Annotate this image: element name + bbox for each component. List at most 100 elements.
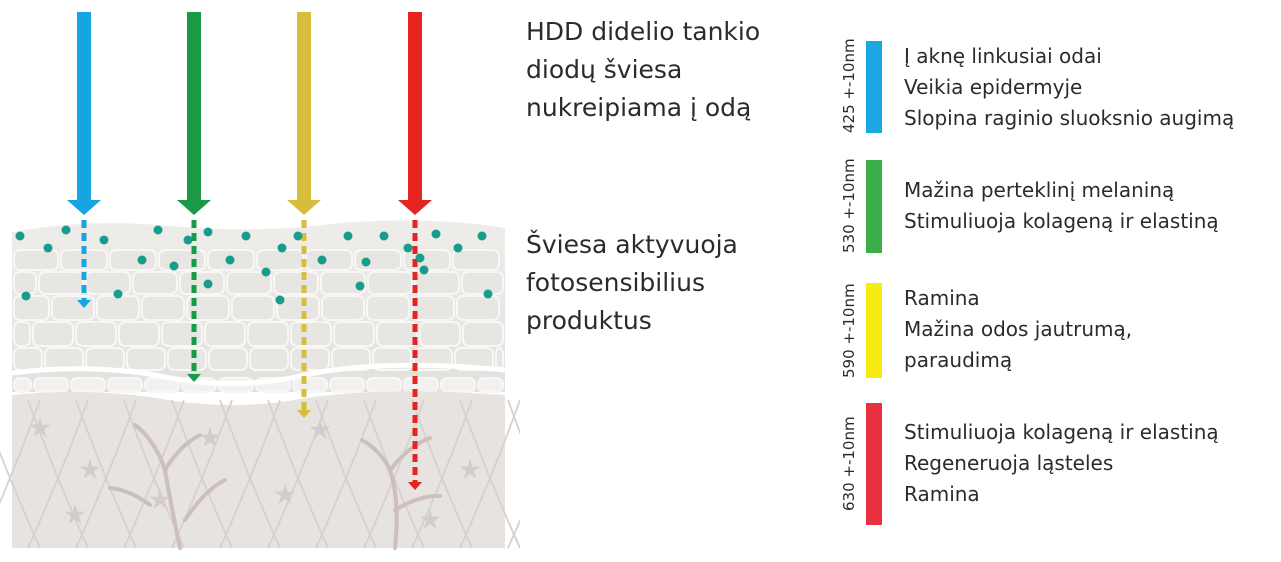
skin-cell <box>107 377 143 393</box>
wavelength-label: 530 +-10nm <box>840 158 858 253</box>
color-swatch <box>866 403 882 525</box>
dermis-cells <box>29 417 481 529</box>
arrow-tip <box>408 482 422 490</box>
effect-item: Į aknę linkusiai odai <box>904 44 1102 68</box>
skin-cell <box>273 271 319 295</box>
caption-line: diodų šviesa <box>526 55 683 84</box>
light-arrows <box>67 12 432 490</box>
caption-line: fotosensibilius <box>526 268 705 297</box>
particle-dot <box>169 261 179 271</box>
skin-cell <box>126 347 166 371</box>
color-swatch <box>866 41 882 133</box>
skin-cell <box>85 271 131 295</box>
particle-dot <box>361 257 371 267</box>
particle-dot <box>43 243 53 253</box>
effect-item: Mažina odos jautrumą, <box>904 317 1133 341</box>
dermis-star-cell <box>199 427 221 447</box>
effect-item: Regeneruoja ląsteles <box>904 451 1114 475</box>
skin-cell <box>158 249 206 271</box>
skin-cell <box>96 295 140 321</box>
dermis-capillaries <box>108 423 442 550</box>
particle-dot <box>261 267 271 277</box>
fiber <box>27 399 89 549</box>
effect-item: Slopina raginio sluoksnio augimą <box>904 106 1235 130</box>
color-swatch <box>866 160 882 253</box>
effect-item: Ramina <box>904 482 980 506</box>
caption-light-activates: Šviesa aktyvuoja fotosensibilius produkt… <box>526 226 738 340</box>
skin-cell <box>411 295 455 321</box>
dermis-star-cell <box>29 417 51 437</box>
light-arrow <box>67 12 101 308</box>
skin-cell <box>13 321 31 347</box>
particle-dot <box>419 265 429 275</box>
skin-illustration <box>0 12 520 550</box>
effect-item: Stimuliuoja kolageną ir elastiną <box>904 209 1219 233</box>
arrow-head <box>287 200 321 215</box>
skin-cell <box>329 377 365 393</box>
skin-cell <box>179 271 225 295</box>
skin-cell <box>477 377 504 393</box>
effect-item: Ramina <box>904 286 980 310</box>
skin-cell <box>290 347 330 371</box>
caption-line: nukreipiama į odą <box>526 93 752 122</box>
skin-cell <box>231 295 275 321</box>
skin-cell <box>367 271 413 295</box>
skin-cell <box>419 321 461 347</box>
particle-dot <box>453 243 463 253</box>
skin-cell <box>320 271 366 295</box>
effects-list: Stimuliuoja kolageną ir elastiną Regener… <box>904 417 1219 510</box>
arrow-shaft <box>297 12 311 200</box>
caption-line: HDD didelio tankio <box>526 17 761 46</box>
light-arrow <box>287 12 321 418</box>
effect-item: paraudimą <box>904 348 1013 372</box>
skin-cell <box>403 377 439 393</box>
skin-cell <box>440 377 476 393</box>
arrow-head <box>177 200 211 215</box>
skin-cell <box>366 295 410 321</box>
particle-dot <box>21 291 31 301</box>
skin-cell <box>256 249 304 271</box>
skin-cell <box>247 321 289 347</box>
fiber <box>219 399 281 549</box>
skin-cell <box>276 295 320 321</box>
fiber <box>507 399 520 436</box>
arrow-tip <box>297 410 311 418</box>
skin-cell <box>333 321 375 347</box>
particle-dot <box>183 235 193 245</box>
particle-dot <box>153 225 163 235</box>
fiber <box>75 399 137 549</box>
particle-dot <box>225 255 235 265</box>
particle-dot <box>483 289 493 299</box>
skin-cell <box>452 249 500 271</box>
skin-cell <box>226 271 272 295</box>
particle-dot <box>113 289 123 299</box>
particle-dot <box>277 243 287 253</box>
wavelength-label: 425 +-10nm <box>840 38 858 133</box>
arrow-head <box>398 200 432 215</box>
skin-cell <box>118 321 160 347</box>
dermis-star-cell <box>79 459 101 479</box>
dermis-star-cell <box>64 504 86 524</box>
skin-cell <box>462 321 504 347</box>
caption-line: Šviesa aktyvuoja <box>526 230 738 259</box>
skin-cell <box>70 377 106 393</box>
basal-membrane <box>11 362 506 387</box>
skin-cell <box>13 377 32 393</box>
skin-cell <box>321 295 365 321</box>
particle-dot <box>275 295 285 305</box>
skin-cell <box>292 377 328 393</box>
particle-dot <box>137 255 147 265</box>
caption-line: produktus <box>526 306 652 335</box>
fiber <box>507 518 520 549</box>
particle-dot <box>99 235 109 245</box>
particle-dot <box>317 255 327 265</box>
particle-dot <box>61 225 71 235</box>
particle-dot <box>15 231 25 241</box>
skin-cell <box>13 347 43 371</box>
particle-dot <box>293 231 303 241</box>
skin-cell <box>456 295 500 321</box>
particle-dot <box>203 279 213 289</box>
skin-cell <box>204 321 246 347</box>
skin-cell <box>290 321 332 347</box>
skin-cells <box>13 249 504 393</box>
